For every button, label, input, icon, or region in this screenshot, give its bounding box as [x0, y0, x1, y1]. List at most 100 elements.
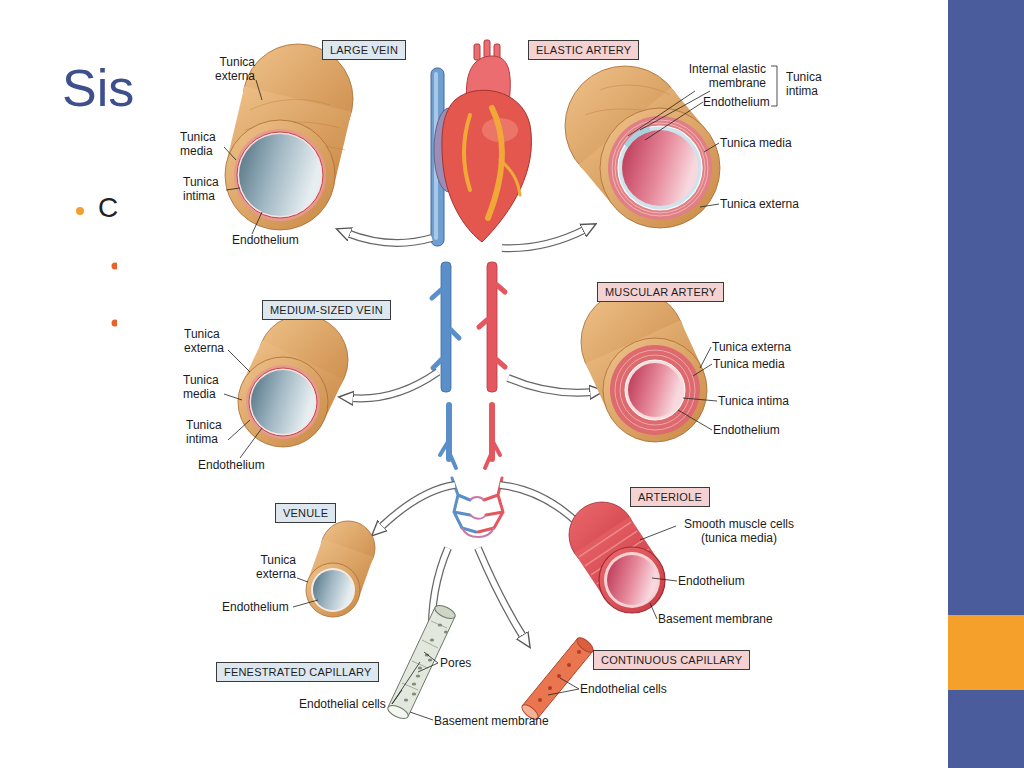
hollow-arrow [478, 548, 524, 638]
vessel-tree [441, 262, 451, 392]
part-label: Tunica externa [205, 55, 255, 83]
part-label: Endothelium [703, 95, 770, 109]
heart [442, 90, 532, 242]
part-label: Tunica intima [718, 394, 789, 408]
leader-line [418, 663, 438, 672]
hollow-arrow [380, 485, 455, 528]
muscular-artery [620, 355, 690, 425]
elastic-artery [626, 129, 650, 146]
muscular-artery [615, 350, 695, 430]
box-title: FENESTRATED CAPILLARY [224, 665, 371, 679]
part-label: Tunica intima [183, 175, 228, 203]
heart [484, 40, 490, 58]
vessel-tree [497, 360, 505, 367]
vessel-tree [487, 262, 497, 392]
part-label: Tunica media [183, 373, 228, 401]
leader-line [424, 652, 438, 663]
leader-line [650, 603, 657, 619]
arteriole [569, 502, 665, 613]
title-box: ARTERIOLE [630, 487, 710, 507]
leader-line [228, 420, 250, 440]
fenestrated-capillary [404, 699, 408, 702]
hollow-arrow [380, 485, 455, 528]
fenestrated-capillary [402, 621, 447, 690]
vessel-tree [432, 262, 505, 537]
heart [488, 108, 502, 218]
part-label: Tunica intima [186, 418, 231, 446]
box-title: VENULE [283, 506, 328, 520]
part-label: Endothelium [713, 423, 780, 437]
slide-background [948, 615, 1024, 690]
continuous-capillary [522, 639, 592, 719]
medium-vein [238, 357, 328, 447]
slide-background [76, 207, 84, 215]
medium-vein [251, 370, 315, 434]
elastic-artery [579, 88, 706, 207]
fenestrated-capillary [438, 624, 442, 627]
leader-line [297, 578, 308, 582]
fenestrated-capillary [418, 667, 422, 670]
vessel-tree [497, 285, 505, 292]
leader-line [240, 428, 262, 458]
part-label: Endothelial cells [299, 697, 386, 711]
leader-line [640, 91, 710, 130]
vessel-tree [432, 290, 441, 298]
title-box: MEDIUM-SIZED VEIN [262, 300, 391, 320]
heart [474, 44, 480, 60]
leader-line [224, 394, 242, 400]
part-label: Tunica intima [786, 70, 828, 98]
slide-title: Sis [62, 60, 134, 116]
part-label: Basement membrane [658, 612, 773, 626]
elastic-artery [612, 120, 708, 216]
large-vein [234, 129, 326, 221]
heart [431, 40, 531, 246]
leader-line [683, 398, 717, 401]
medium-vein [238, 315, 348, 447]
leader-line [693, 364, 712, 376]
part-label: Internal elastic membrane [668, 62, 766, 90]
title-box: LARGE VEIN [322, 40, 406, 60]
leader-line [252, 212, 262, 234]
leader-line [256, 80, 262, 100]
part-label: Tunica externa [712, 340, 791, 354]
title-box: FENESTRATED CAPILLARY [216, 662, 379, 682]
vessel-tree [433, 360, 441, 368]
elastic-artery [618, 126, 702, 210]
large-vein [239, 134, 321, 216]
title-box: ELASTIC ARTERY [528, 40, 639, 60]
continuous-capillary [538, 698, 542, 702]
continuous-capillary [548, 686, 552, 690]
muscular-artery [610, 345, 700, 435]
vessel-tree [479, 320, 487, 327]
leader-line [224, 66, 777, 720]
fenestrated-capillary [386, 703, 410, 721]
medium-vein [249, 368, 317, 436]
vessel-tree [449, 452, 456, 468]
elastic-artery [608, 116, 712, 220]
arteriole [607, 555, 657, 605]
vessel-tree [451, 330, 459, 338]
muscular-artery [603, 338, 707, 442]
leader-line [226, 188, 240, 190]
part-label: Tunica media [180, 130, 225, 158]
part-label: Tunica externa [184, 327, 229, 355]
fenestrated-capillary [416, 675, 420, 678]
venule [313, 570, 353, 610]
vessel-tree [478, 478, 503, 532]
medium-vein [246, 365, 320, 439]
hollow-arrow [347, 233, 432, 243]
leader-line [700, 204, 719, 207]
part-label: Endothelium [232, 233, 299, 247]
part-label: Basement membrane [434, 714, 549, 728]
fenestrated-capillary [412, 683, 416, 686]
hollow-arrow [502, 229, 586, 248]
part-label: Tunica media [720, 136, 792, 150]
leader-line [678, 410, 712, 430]
large-vein [225, 120, 335, 230]
venule [311, 568, 355, 612]
continuous-capillary [557, 674, 561, 678]
leader-line [410, 712, 433, 720]
